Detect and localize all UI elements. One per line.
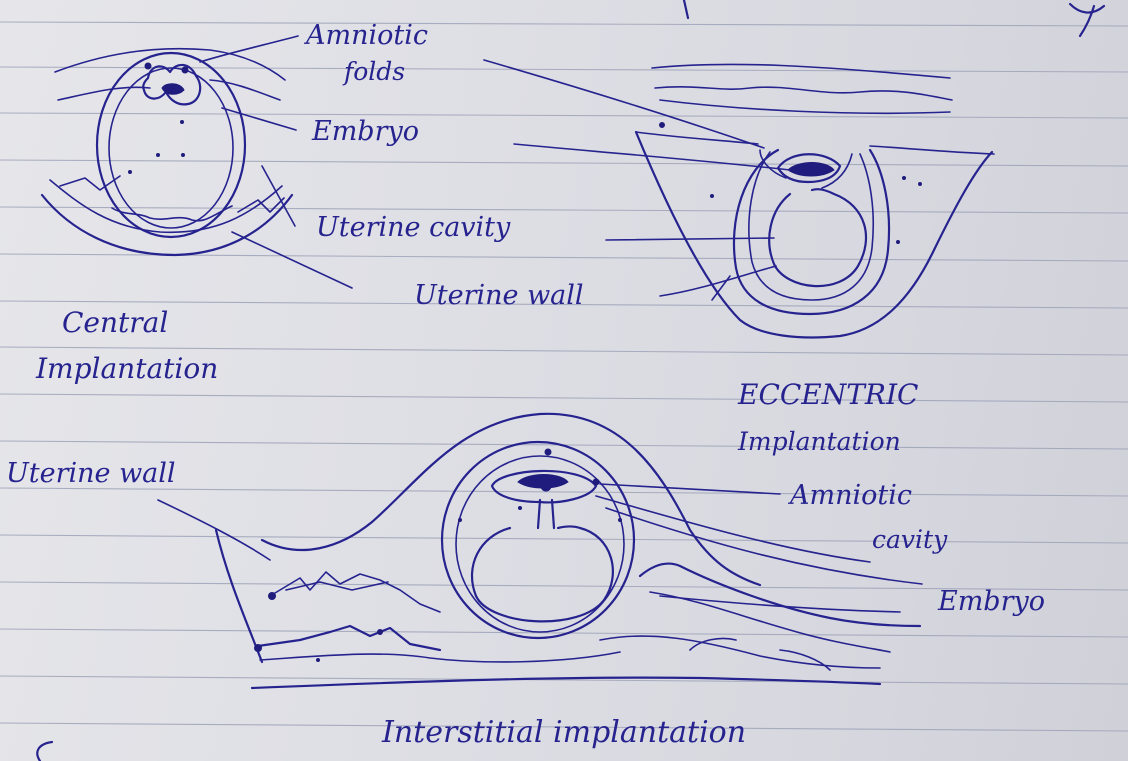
label-central-title-2: Implantation bbox=[35, 352, 218, 385]
top-edge-fragments bbox=[684, 0, 1104, 36]
label-uterine-cavity: Uterine cavity bbox=[316, 212, 511, 243]
label-embryo-bottom: Embryo bbox=[937, 586, 1045, 617]
label-amniotic-cavity-1: Amniotic bbox=[787, 480, 912, 511]
uterine-wall-outer bbox=[42, 195, 292, 255]
label-amniotic-folds-2: folds bbox=[342, 57, 405, 86]
label-amniotic-folds-1: Amniotic bbox=[303, 20, 428, 51]
label-amniotic-cavity-2: cavity bbox=[872, 525, 948, 554]
label-embryo-top: Embryo bbox=[311, 116, 419, 147]
bottom-edge-fragment bbox=[37, 742, 52, 761]
diagram-labels: Amniotic folds Embryo Uterine cavity Ute… bbox=[6, 20, 1045, 750]
label-eccentric-title-2: Implantation bbox=[737, 427, 901, 456]
label-interstitial-title: Interstitial implantation bbox=[381, 715, 746, 750]
label-uterine-wall-left: Uterine wall bbox=[6, 458, 176, 489]
central-implantation-diagram bbox=[42, 36, 352, 288]
label-eccentric-title-1: ECCENTRIC bbox=[737, 378, 918, 411]
label-central-title-1: Central bbox=[62, 306, 168, 339]
label-uterine-wall-top: Uterine wall bbox=[414, 280, 584, 311]
